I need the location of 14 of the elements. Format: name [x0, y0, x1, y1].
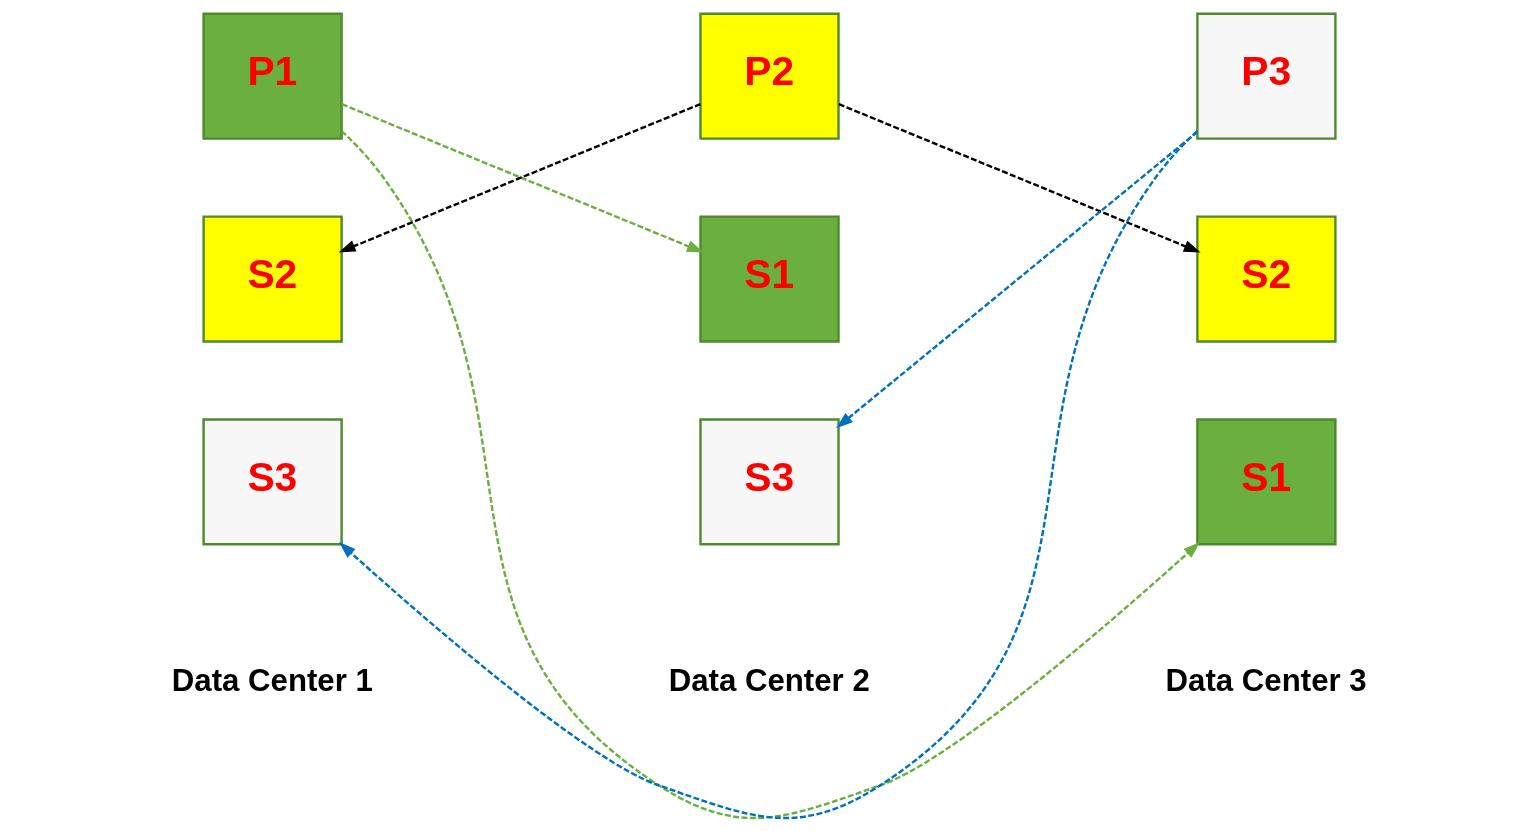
arrow	[837, 102, 1201, 253]
label: Data Center 3	[1165, 662, 1367, 698]
node-box: S2	[201, 214, 343, 343]
node-box: S2	[1195, 214, 1337, 343]
node-box: P3	[1195, 12, 1337, 140]
node-box: S3	[201, 417, 343, 545]
label: Data Center 2	[668, 662, 870, 698]
arrow	[835, 130, 1198, 428]
node-box: P1	[201, 12, 343, 140]
label: Data Center 1	[171, 662, 373, 698]
node-box: S1	[1195, 417, 1337, 545]
node-box: P2	[698, 12, 840, 140]
node-box: S1	[698, 214, 840, 343]
node-box: S3	[698, 417, 840, 545]
